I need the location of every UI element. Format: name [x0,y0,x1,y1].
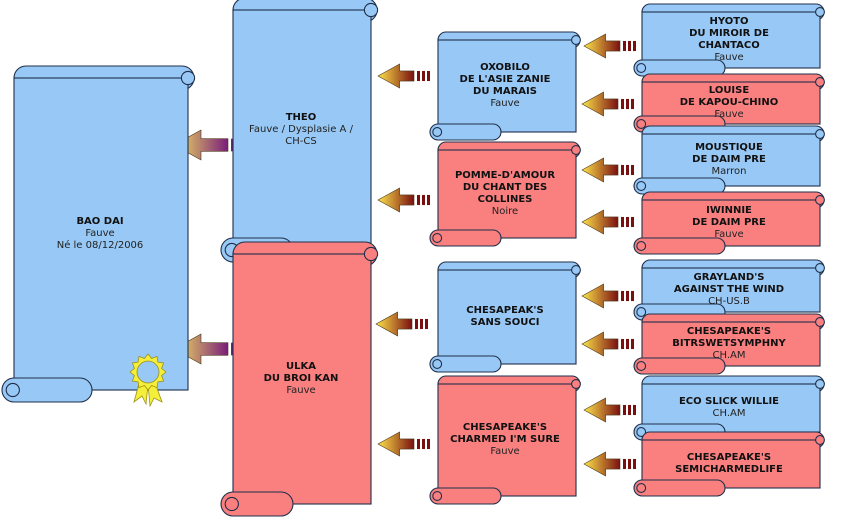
root-bao-dai-scroll [1,65,196,403]
ancestor-p-0-detail: CH-CS [285,136,317,147]
ancestor-p-0-1-name: POMME-D'AMOUR DU CHANT DES COLLINES [454,170,556,205]
ancestor-p-1-1-detail: Fauve [490,446,520,457]
ancestor-p-0-0-0-name: HYOTO DU MIROIR DE CHANTACO [689,16,769,51]
arrow-p-0-0-0 [583,33,636,59]
ancestor-p-0-detail: Fauve / Dysplasie A / [249,124,353,135]
rosette-seal-icon [129,353,167,408]
ancestor-p-1-1-name: CHESAPEAKE'S CHARMED I'M SURE [450,422,560,445]
arrow-p-1-1-0 [583,397,636,423]
ancestor-p-1-1-1-name: CHESAPEAKE'S SEMICHARMEDLIFE [675,452,783,475]
ancestor-p-0-0-1-detail: Fauve [714,109,744,120]
ancestor-p-1-1-1-label: CHESAPEAKE'S SEMICHARMEDLIFE [642,440,816,488]
ancestor-p-1-0-scroll [429,261,581,373]
ancestor-p-1-0-1-name: CHESAPEAKE'S BITRSWETSYMPHNY [672,326,786,349]
arrow-p-1-0-0 [581,283,634,309]
ancestor-p-1-0-1-scroll [633,313,825,375]
ancestor-p-0-1-detail: Noire [491,206,519,217]
arrow-p-1-0-1 [581,331,634,357]
ancestor-p-1-0-0-scroll [633,259,825,321]
ancestor-p-0-name: THEO [285,112,317,123]
arrow-p-0-1 [377,187,430,213]
ancestor-p-1-1-0-detail: CH.AM [712,408,746,419]
ancestor-p-1-1-0-name: ECO SLICK WILLIE [678,396,780,407]
ancestor-p-1-scroll [220,241,379,517]
arrow-p-0-0 [377,63,430,89]
arrow-p-0-1-1 [581,209,634,235]
ancestor-p-0-0-scroll [429,31,581,141]
ancestor-p-0-1-0-detail: Marron [711,166,747,177]
ancestor-p-1-name: ULKA DU BROI KAN [263,361,339,384]
ancestor-p-1-0-name: CHESAPEAK'S SANS SOUCI [466,305,544,328]
root-bao-dai-detail: Fauve [85,228,115,239]
ancestor-p-1-0-0-name: GRAYLAND'S AGAINST THE WIND [673,272,785,295]
ancestor-p-0-1-0-scroll [633,125,825,195]
ancestor-p-0-1-scroll [429,141,581,247]
ancestor-p-1-1-scroll [429,375,581,505]
ancestor-p-1-1-0-scroll [633,375,825,441]
arrow-p-1-1 [377,431,430,457]
ancestor-p-0-scroll [220,0,379,263]
ancestor-p-0-1-1-name: IWINNIE DE DAIM PRE [692,205,766,228]
ancestor-p-1-detail: Fauve [286,385,316,396]
arrow-p-1-1-1 [583,451,636,477]
ancestor-p-0-1-0-name: MOUSTIQUE DE DAIM PRE [692,142,766,165]
ancestor-p-1-1-1-scroll [633,431,825,497]
arrow-p-0-0-1 [581,91,634,117]
ancestor-p-1-0-0-detail: CH-US.B [708,296,750,307]
arrow-p-0-1-0 [581,157,634,183]
ancestor-p-0-0-0-detail: Fauve [714,52,744,63]
root-bao-dai-detail: Né le 08/12/2006 [56,240,144,251]
ancestor-p-0-0-0-scroll [633,3,825,77]
ancestor-p-1-0-1-detail: CH.AM [712,350,746,361]
ancestor-p-0-0-1-name: LOUISE DE KAPOU-CHINO [679,85,779,108]
ancestor-p-0-1-1-scroll [633,191,825,255]
ancestor-p-0-0-name: OXOBILO DE L'ASIE ZANIE DU MARAIS [459,62,551,97]
ancestor-p-1-0-label: CHESAPEAK'S SANS SOUCI [438,270,572,364]
ancestor-p-0-1-1-detail: Fauve [714,229,744,240]
root-bao-dai-name: BAO DAI [76,216,124,227]
arrow-p-1-0 [375,311,428,337]
ancestor-p-0-0-detail: Fauve [490,98,520,109]
